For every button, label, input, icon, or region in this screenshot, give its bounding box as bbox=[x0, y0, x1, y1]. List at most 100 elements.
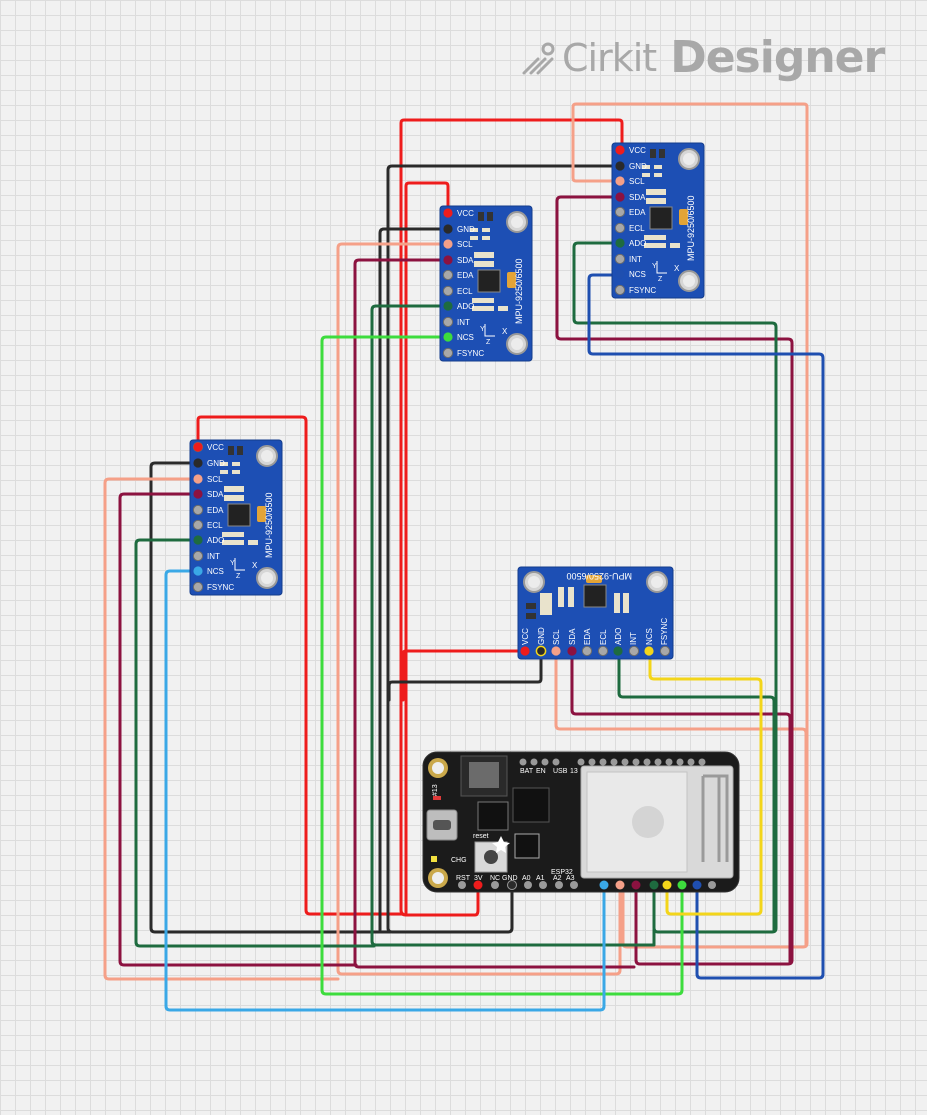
wire-ado-imu4 bbox=[617, 649, 776, 932]
imu-2-pin-ado: ADO bbox=[443, 301, 474, 311]
label-3v: 3V bbox=[474, 875, 483, 882]
imu-module-4[interactable]: MPU-9250/6500 VCC GND SCL SDA EDA ECL AD… bbox=[517, 566, 674, 660]
svg-text:ECL: ECL bbox=[599, 629, 608, 645]
imu-2-pin-scl: SCL bbox=[443, 239, 473, 249]
svg-text:FSYNC: FSYNC bbox=[457, 349, 484, 358]
svg-text:EDA: EDA bbox=[629, 208, 646, 217]
wire-ado-imu3 bbox=[572, 241, 778, 934]
imu-2-pin-ncs: NCS bbox=[443, 332, 474, 342]
imu-4-pin-scl: SCL bbox=[551, 629, 561, 656]
imu-module-1[interactable]: MPU-9250/6500 VCC GND SCL SDA EDA ECL AD… bbox=[189, 439, 283, 596]
svg-text:SCL: SCL bbox=[457, 240, 473, 249]
imu-1-pins: VCC GND SCL SDA EDA ECL ADO INT NCS FSYN… bbox=[192, 441, 234, 593]
imu-4-pin-sda: SDA bbox=[567, 628, 577, 656]
wire-scl-imu1 bbox=[103, 477, 340, 981]
label-nc: NC bbox=[490, 875, 500, 882]
imu-2-part-label: MPU-9250/6500 bbox=[514, 258, 524, 324]
imu-1-pin-eda: EDA bbox=[192, 504, 224, 516]
imu-3-pin-ado: ADO bbox=[615, 238, 646, 248]
imu-2-pin-gnd: GND bbox=[443, 224, 475, 234]
wire-sda-imu3 bbox=[555, 195, 794, 966]
imu-3-part-label: MPU-9250/6500 bbox=[686, 195, 696, 261]
brand-word-designer: Designer bbox=[670, 32, 885, 83]
imu-1-pin-sda: SDA bbox=[193, 489, 224, 499]
wire-ncs-imu4-yellow bbox=[648, 649, 763, 916]
wire-vcc-imu2 bbox=[404, 181, 450, 915]
wire-scl-imu2 bbox=[336, 242, 622, 976]
wire-vcc-imu3 bbox=[399, 118, 624, 917]
svg-text:GND: GND bbox=[537, 627, 546, 645]
svg-text:SDA: SDA bbox=[629, 193, 646, 202]
chg-label: CHG bbox=[451, 857, 467, 864]
bottom-header-pins bbox=[458, 880, 716, 890]
svg-text:NCS: NCS bbox=[207, 567, 224, 576]
label-13: 13 bbox=[570, 768, 578, 775]
imu-1-part-label: MPU-9250/6500 bbox=[264, 492, 274, 558]
svg-text:SCL: SCL bbox=[629, 177, 645, 186]
imu-3-pin-scl: SCL bbox=[615, 176, 645, 186]
svg-text:ECL: ECL bbox=[207, 521, 223, 530]
svg-text:INT: INT bbox=[629, 255, 642, 264]
imu-4-part-label: MPU-9250/6500 bbox=[566, 571, 632, 581]
svg-text:SCL: SCL bbox=[207, 475, 223, 484]
svg-text:ECL: ECL bbox=[629, 224, 645, 233]
imu-1-pin-fsync: FSYNC bbox=[192, 581, 234, 593]
svg-text:VCC: VCC bbox=[629, 146, 646, 155]
wire-sda-imu1 bbox=[118, 492, 358, 967]
imu-2-pin-fsync: FSYNC bbox=[442, 347, 484, 359]
imu-1-pin-ecl: ECL bbox=[192, 519, 223, 531]
svg-text:FSYNC: FSYNC bbox=[207, 583, 234, 592]
imu-1-pin-gnd: GND bbox=[193, 458, 225, 468]
svg-text:NCS: NCS bbox=[645, 628, 654, 645]
svg-text:INT: INT bbox=[207, 552, 220, 561]
imu-4-pins: VCC GND SCL SDA EDA ECL ADO INT NCS FSYN… bbox=[520, 618, 671, 657]
imu-3-pin-ecl: ECL bbox=[614, 222, 645, 234]
imu-3-pin-int: INT bbox=[614, 253, 642, 265]
imu-4-pin-ecl: ECL bbox=[597, 629, 609, 657]
led13-label: #13 bbox=[432, 784, 439, 796]
svg-text:ADO: ADO bbox=[629, 239, 646, 248]
wire-sda-imu2 bbox=[353, 258, 636, 969]
svg-text:INT: INT bbox=[457, 318, 470, 327]
wire-gnd-imu1 bbox=[149, 461, 392, 934]
svg-text:NCS: NCS bbox=[629, 270, 646, 279]
wire-gnd-imu2 bbox=[378, 227, 448, 932]
esp32-feather-board[interactable]: reset CHG #13 BAT EN USB 13 ESP32 RST 3V… bbox=[422, 751, 740, 893]
imu-3-pin-fsync: FSYNC bbox=[614, 284, 656, 296]
label-gnd: GND bbox=[502, 875, 518, 882]
wire-vcc-imu4 bbox=[401, 649, 527, 702]
imu-2-pin-ecl: ECL bbox=[442, 285, 473, 297]
imu-3-pin-eda: EDA bbox=[614, 206, 646, 218]
svg-text:VCC: VCC bbox=[521, 628, 530, 645]
wire-scl-imu4 bbox=[554, 649, 808, 947]
imu-2-pin-vcc: VCC bbox=[443, 208, 474, 218]
label-a1: A1 bbox=[536, 875, 545, 882]
wire-vcc-imu1 bbox=[196, 415, 404, 916]
label-usb: USB bbox=[553, 768, 568, 775]
label-a3: A3 bbox=[566, 875, 575, 882]
label-a0: A0 bbox=[522, 875, 531, 882]
imu-4-pin-ado: ADO bbox=[613, 628, 623, 656]
imu-module-3[interactable]: MPU-9250/6500 VCC GND SCL SDA EDA ECL AD… bbox=[611, 142, 705, 299]
imu-3-pin-gnd: GND bbox=[615, 161, 647, 171]
imu-4-pin-eda: EDA bbox=[581, 628, 593, 657]
wire-sda-imu4 bbox=[570, 649, 792, 964]
imu-2-pins: VCC GND SCL SDA EDA ECL ADO INT NCS FSYN… bbox=[442, 208, 484, 359]
imu-1-pin-int: INT bbox=[192, 550, 220, 562]
svg-text:FSYNC: FSYNC bbox=[629, 286, 656, 295]
svg-text:SDA: SDA bbox=[568, 628, 577, 645]
brand-word-cirkit: Cirkit bbox=[562, 35, 657, 80]
svg-text:ECL: ECL bbox=[457, 287, 473, 296]
svg-text:EDA: EDA bbox=[457, 271, 474, 280]
imu-module-2[interactable]: MPU-9250/6500 VCC GND SCL SDA EDA ECL AD… bbox=[439, 205, 533, 362]
svg-text:ADO: ADO bbox=[614, 628, 623, 645]
svg-text:SCL: SCL bbox=[552, 629, 561, 645]
svg-text:NCS: NCS bbox=[457, 333, 474, 342]
svg-text:SDA: SDA bbox=[457, 256, 474, 265]
imu-2-pin-int: INT bbox=[442, 316, 470, 328]
wire-ado-imu2 bbox=[370, 304, 656, 947]
svg-text:ADO: ADO bbox=[457, 302, 474, 311]
cirkit-designer-logo: Cirkit Designer bbox=[518, 32, 885, 83]
svg-text:ADO: ADO bbox=[207, 536, 224, 545]
